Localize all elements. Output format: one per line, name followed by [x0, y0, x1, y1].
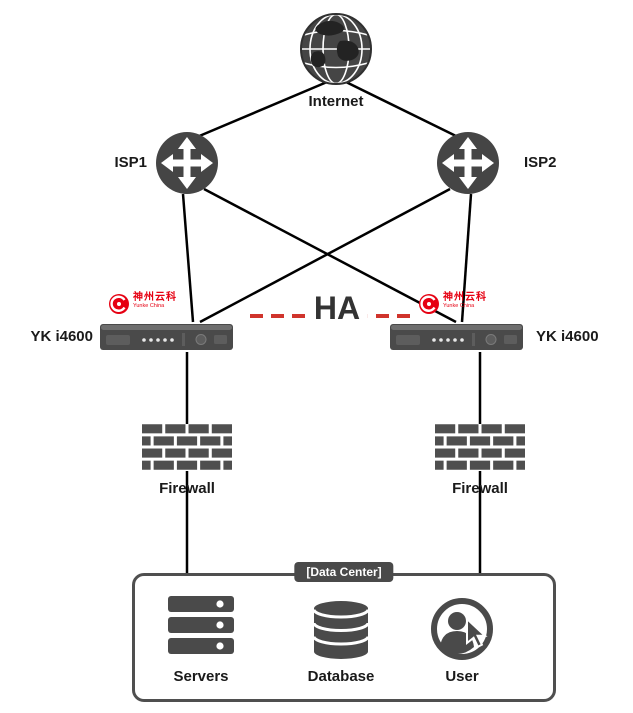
servers-label: Servers: [173, 668, 229, 685]
yunke-swirl-icon: [109, 294, 129, 314]
ha-label: HA: [305, 290, 369, 327]
internet-globe-icon: [300, 13, 372, 85]
isp2-label: ISP2: [524, 154, 557, 171]
brand-name-en: Yunke China: [133, 303, 165, 309]
database-label: Database: [307, 668, 375, 685]
brand-name-cn: 神州云科: [443, 292, 487, 303]
firewall-right-icon: [435, 424, 525, 470]
firewall-right-label: Firewall: [452, 480, 508, 497]
user-label: User: [445, 668, 479, 685]
edge-isp2-yk-right: [460, 193, 473, 323]
yk-left-label: YK i4600: [30, 328, 93, 345]
brand-name-en: Yunke China: [443, 303, 475, 309]
yk-appliance-right-icon: [390, 324, 523, 350]
yunke-logo-left: 神州云科 Yunke China: [108, 293, 177, 315]
router-isp1-icon: [156, 132, 218, 194]
router-isp2-icon: [437, 132, 499, 194]
edge-isp1-yk-left: [181, 193, 195, 323]
firewall-left-label: Firewall: [159, 480, 215, 497]
user-icon: [431, 598, 493, 660]
internet-label: Internet: [308, 93, 364, 110]
brand-name-cn: 神州云科: [133, 292, 177, 303]
yk-right-label: YK i4600: [536, 328, 599, 345]
edge-isp2-yk-left: [199, 187, 451, 324]
edge-internet-isp1: [196, 80, 328, 139]
edge-internet-isp2: [345, 80, 459, 139]
datacenter-badge: [Data Center]: [294, 562, 394, 582]
servers-icon: [168, 596, 234, 654]
yunke-logo-right: 神州云科 Yunke China: [418, 293, 487, 315]
database-icon: [312, 601, 370, 659]
yk-appliance-left-icon: [100, 324, 233, 350]
firewall-left-icon: [142, 424, 232, 470]
edge-isp1-yk-right: [203, 187, 457, 324]
isp1-label: ISP1: [114, 154, 147, 171]
yunke-swirl-icon: [419, 294, 439, 314]
